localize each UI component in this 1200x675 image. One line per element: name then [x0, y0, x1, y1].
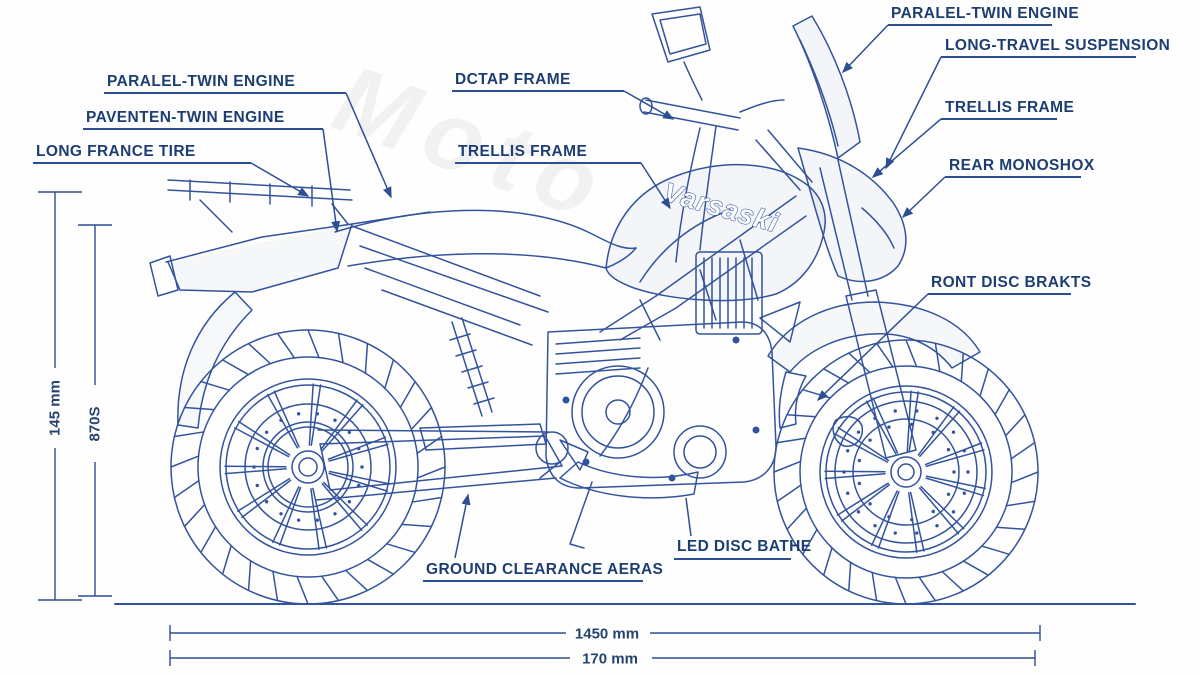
seat	[334, 209, 637, 346]
label-underline	[455, 162, 641, 164]
label-underline	[888, 24, 1052, 26]
label-underline	[33, 162, 251, 164]
label-trellis-frame-mid: TRELLIS FRAME	[458, 143, 588, 160]
dimension-height-inner: 870S	[86, 398, 104, 450]
leader-lines	[250, 24, 946, 559]
rear-wheel	[170, 329, 446, 605]
label-underline	[83, 128, 323, 130]
label-underline	[928, 293, 1071, 295]
dimension-ground-clearance: 170 mm	[574, 650, 646, 668]
rear-shock	[449, 317, 495, 417]
fuel-tank	[605, 163, 826, 302]
front-brake-caliper	[832, 415, 864, 447]
exhaust	[559, 367, 699, 499]
kickstand	[539, 439, 593, 549]
dimension-lines	[38, 191, 1041, 666]
mirror	[651, 6, 711, 101]
label-ground-clearance: GROUND CLEARANCE AERAS	[426, 561, 664, 578]
label-rear-monoshock: REAR MONOSHOX	[949, 157, 1095, 174]
label-underline	[674, 558, 791, 560]
windscreen	[792, 15, 861, 159]
label-front-disc-brakes: RONT DISC BRAKTS	[931, 274, 1092, 291]
label-led-disc: LED DISC BATHE	[677, 538, 812, 555]
frame	[351, 195, 807, 341]
front-fork	[819, 159, 917, 459]
label-underline	[941, 56, 1136, 58]
label-paventen-twin-engine: PAVENTEN-TWIN ENGINE	[86, 109, 285, 126]
front-fender	[759, 301, 981, 429]
label-underline	[945, 176, 1081, 178]
label-long-travel-suspension: LONG-TRAVEL SUSPENSION	[945, 37, 1171, 54]
label-underline	[452, 90, 624, 92]
dimension-height-outer: 145 mm	[46, 372, 64, 444]
label-underline	[104, 92, 346, 94]
label-dctap-frame: DCTAP FRAME	[455, 71, 571, 88]
rear-mudguard	[177, 291, 253, 429]
dimension-wheelbase: 1450 mm	[566, 625, 648, 643]
swingarm	[267, 423, 569, 508]
tail-section	[149, 179, 431, 297]
label-parallel-twin-engine-right: PARALEL-TWIN ENGINE	[891, 5, 1080, 22]
label-underline	[423, 580, 643, 582]
label-long-france-tire: LONG FRANCE TIRE	[36, 143, 196, 160]
front-fairing	[797, 147, 907, 283]
label-underline	[941, 118, 1057, 120]
handlebar	[639, 97, 813, 263]
label-trellis-frame-right: TRELLIS FRAME	[945, 99, 1075, 116]
front-wheel	[773, 339, 1039, 605]
label-parallel-twin-engine-left: PARALEL-TWIN ENGINE	[107, 73, 296, 90]
